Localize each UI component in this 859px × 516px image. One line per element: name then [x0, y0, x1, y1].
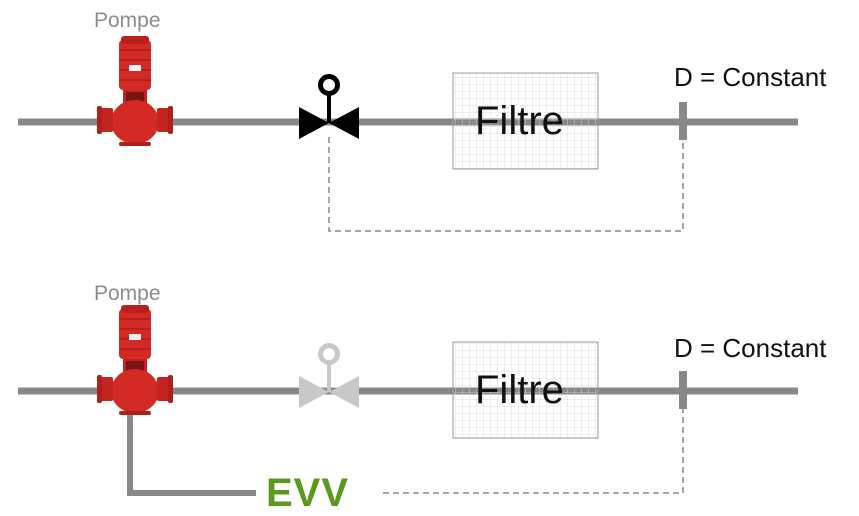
- control-valve-icon: [299, 74, 359, 139]
- filter-label: Filtre: [475, 368, 564, 412]
- pressure-sensor: [679, 371, 687, 409]
- evv-feed-pipe: [127, 400, 256, 496]
- pump-icon: [96, 304, 174, 416]
- pump-icon: [96, 35, 174, 147]
- filter-label: Filtre: [475, 99, 564, 143]
- sensor-label: D = Constant: [674, 62, 827, 92]
- evv-controller-label: EVV: [266, 471, 350, 515]
- signal-line: [328, 137, 684, 232]
- diagram-1: [18, 35, 798, 232]
- pump-label: Pompe: [94, 282, 161, 305]
- sensor-label: D = Constant: [674, 333, 827, 363]
- pressure-sensor: [679, 102, 687, 140]
- signal-line: [383, 405, 684, 494]
- diagram-2: [18, 304, 798, 496]
- pump-label: Pompe: [94, 9, 161, 32]
- control-valve-icon-inactive: [299, 343, 359, 408]
